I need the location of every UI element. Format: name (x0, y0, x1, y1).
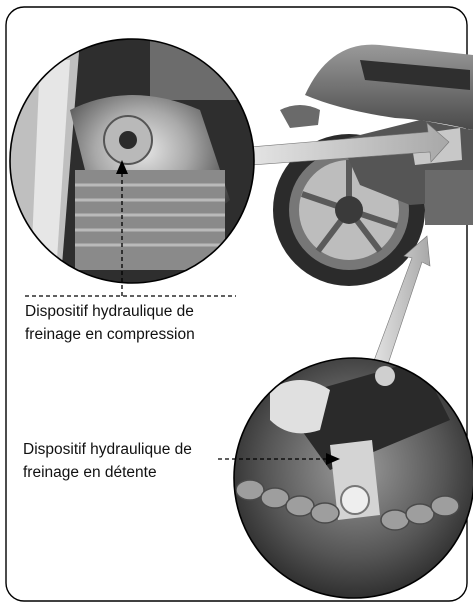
compression-label-line1: Dispositif hydraulique de (25, 300, 195, 323)
compression-label-line2: freinage en compression (25, 323, 195, 346)
compression-closeup (0, 30, 270, 290)
compression-damper-label: Dispositif hydraulique de freinage en co… (25, 300, 195, 346)
rebound-label-line2: freinage en détente (23, 461, 192, 484)
rebound-damper-label: Dispositif hydraulique de freinage en dé… (23, 438, 192, 484)
rebound-label-line1: Dispositif hydraulique de (23, 438, 192, 461)
rebound-closeup (230, 355, 473, 605)
motorcycle-rear-photo (273, 45, 473, 286)
